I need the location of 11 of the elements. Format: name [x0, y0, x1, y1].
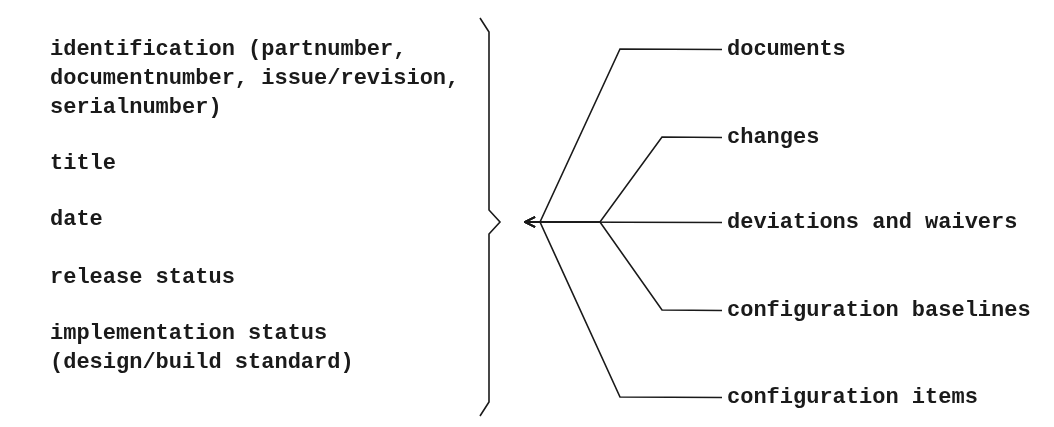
attribute-text: release status	[50, 264, 236, 292]
attribute-text: implementation status (design/build standard)	[50, 320, 355, 377]
item-label: configuration baselines	[727, 297, 1032, 325]
item-label: changes	[727, 124, 821, 152]
attribute-text: date	[50, 206, 104, 234]
attribute-text: title	[50, 150, 117, 178]
item-label: deviations and waivers	[727, 209, 1019, 237]
item-label: documents	[727, 36, 847, 64]
attribute-text: identification (partnumber, documentnumber, issue/revision, serialnumber)	[50, 36, 461, 122]
item-label: configuration items	[727, 384, 979, 412]
connector-arrow	[524, 216, 723, 399]
